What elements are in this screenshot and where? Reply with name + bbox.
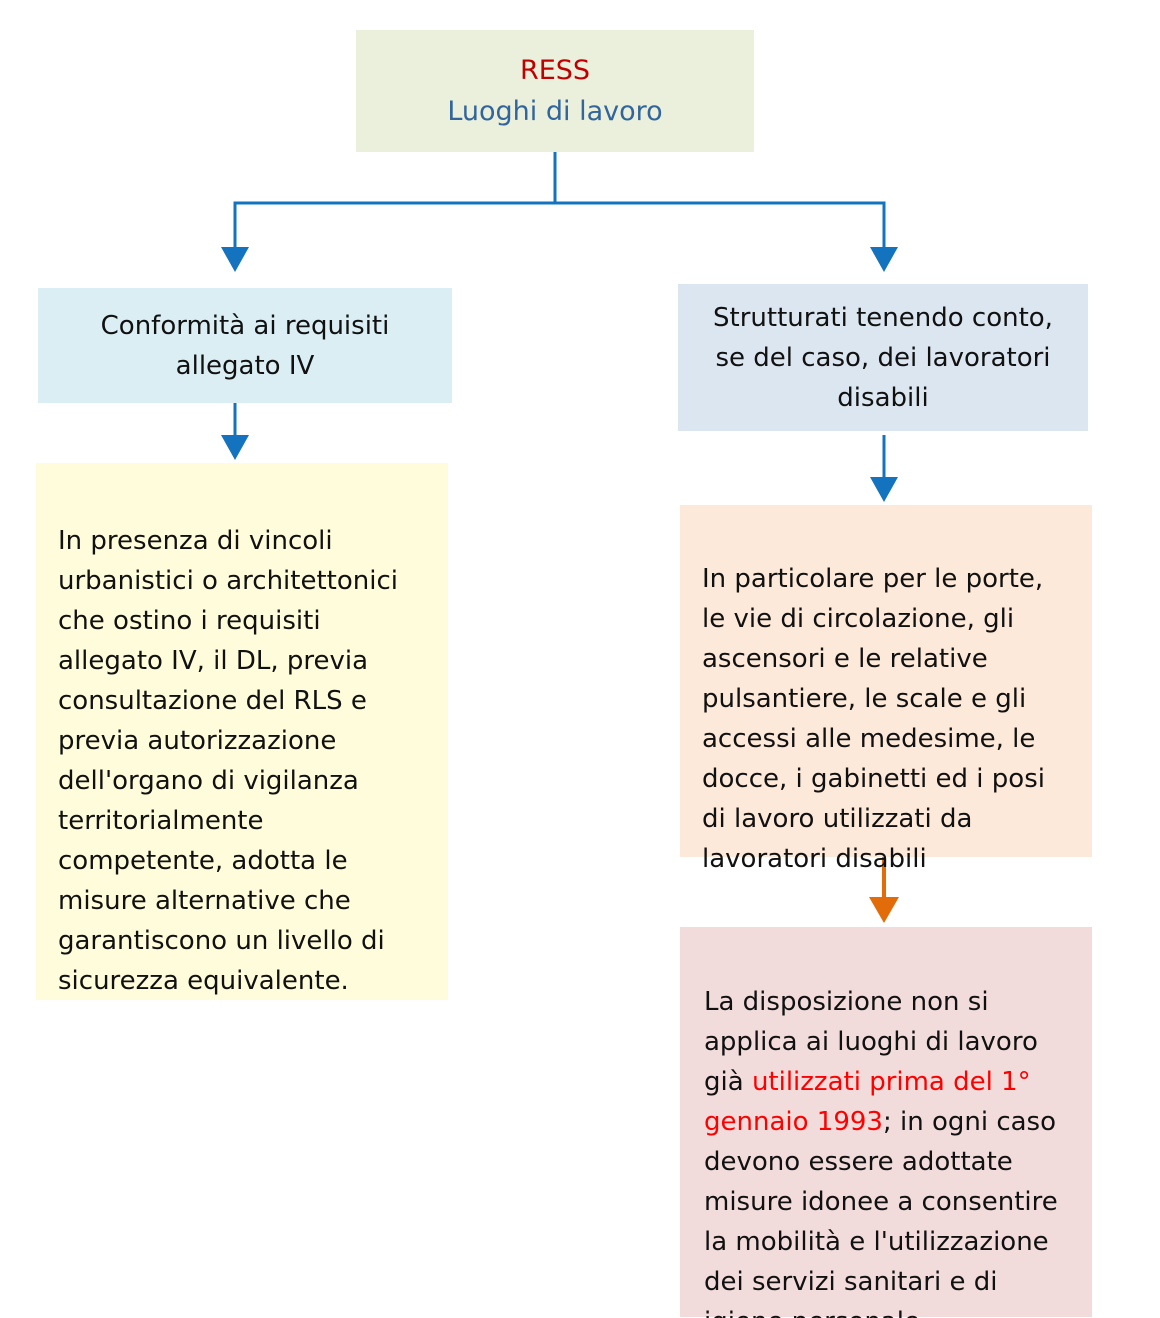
right-detail-arrowhead bbox=[870, 477, 898, 502]
note-text-after: ; in ogni caso devono essere adottate mi… bbox=[704, 1107, 1058, 1318]
right-branch-header-box: Strutturati tenendo conto, se del caso, … bbox=[678, 284, 1088, 431]
root-box-ress: RESS Luoghi di lavoro bbox=[356, 30, 754, 152]
left-branch-detail-box: In presenza di vincoli urbanistici o arc… bbox=[36, 463, 448, 1000]
left-branch-header-text: Conformità ai requisiti allegato IV bbox=[100, 310, 390, 381]
left-branch-arrowhead bbox=[221, 247, 249, 272]
note-arrowhead bbox=[869, 897, 899, 923]
right-branch-header-text: Strutturati tenendo conto, se del caso, … bbox=[713, 302, 1053, 413]
note-text-before: La disposizione non si applica ai luoghi… bbox=[704, 987, 1038, 1097]
root-title: RESS bbox=[519, 55, 591, 86]
root-subtitle: Luoghi di lavoro bbox=[447, 96, 663, 127]
right-branch-note-box: La disposizione non si applica ai luoghi… bbox=[680, 927, 1092, 1318]
right-branch-arrowhead bbox=[870, 247, 898, 272]
left-branch-header-box: Conformità ai requisiti allegato IV bbox=[38, 288, 452, 403]
right-branch-detail-box: In particolare per le porte, le vie di c… bbox=[680, 505, 1092, 874]
left-branch-detail-text: In presenza di vincoli urbanistici o arc… bbox=[58, 526, 398, 996]
note-text-highlight: utilizzati prima del 1° gennaio 1993 bbox=[704, 1067, 1031, 1137]
right-branch-detail-text: In particolare per le porte, le vie di c… bbox=[702, 564, 1045, 874]
left-detail-arrowhead bbox=[221, 435, 249, 460]
